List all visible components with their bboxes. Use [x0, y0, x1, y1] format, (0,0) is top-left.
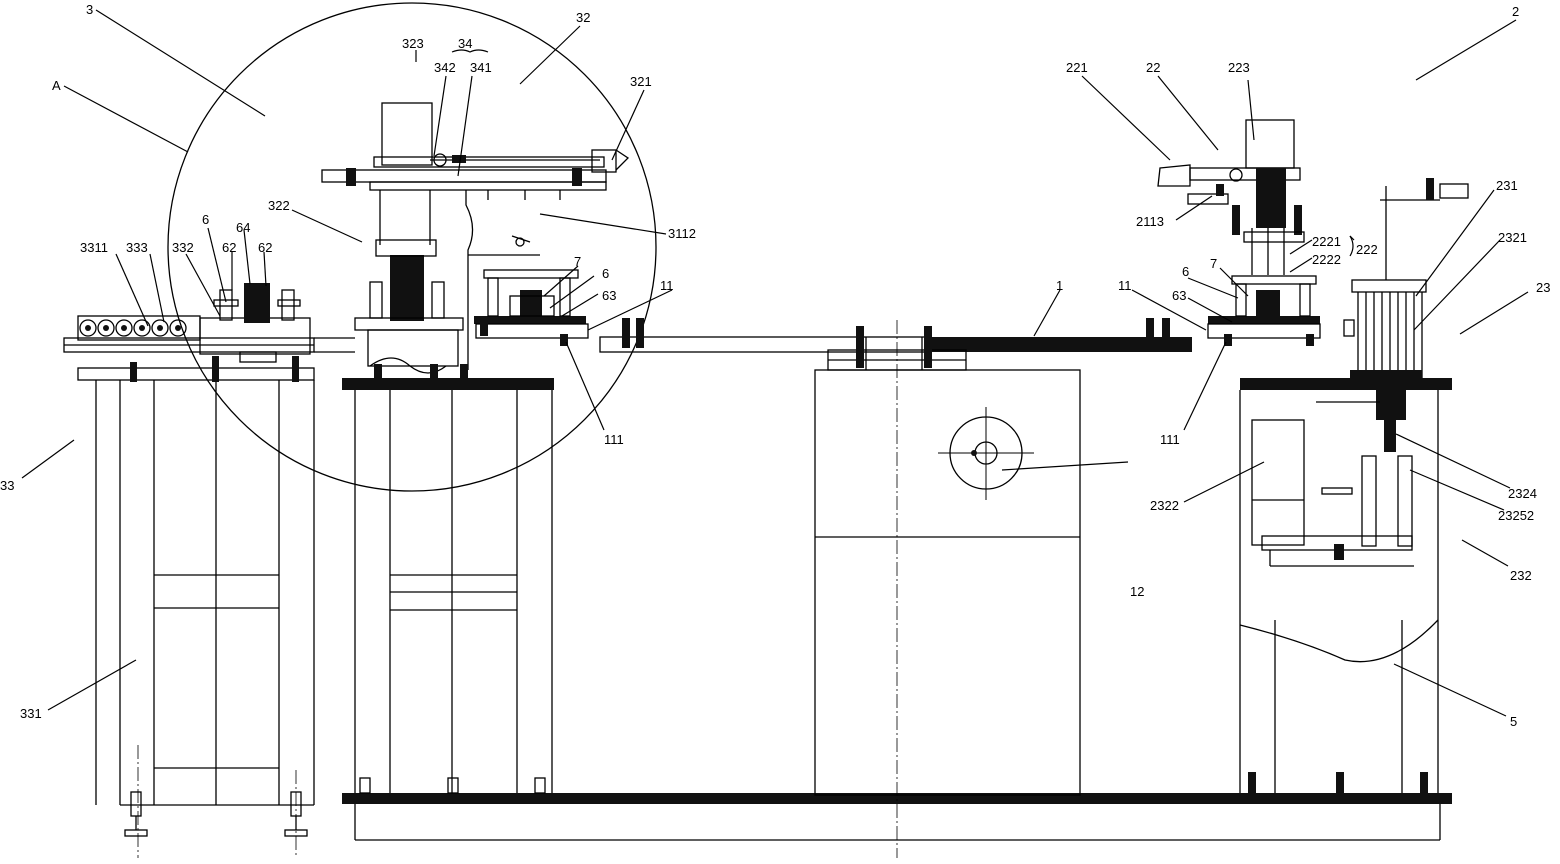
label-6-left: 6: [202, 212, 209, 227]
label-332: 332: [172, 240, 194, 255]
label-111-left: 111: [604, 432, 624, 447]
label-3112: 3112: [668, 226, 696, 241]
label-5: 5: [1510, 714, 1517, 729]
label-62-a: 62: [222, 240, 236, 255]
label-7-right: 7: [1210, 256, 1217, 271]
label-34: 34: [458, 36, 472, 51]
fixture-left: [474, 269, 589, 346]
label-62-b: 62: [258, 240, 272, 255]
label-331: 331: [20, 706, 42, 721]
label-2321: 2321: [1498, 230, 1527, 245]
label-231: 231: [1496, 178, 1518, 193]
label-2221: 2221: [1312, 234, 1341, 249]
label-2322: 2322: [1150, 498, 1179, 513]
label-32: 32: [576, 10, 590, 25]
label-A: A: [52, 78, 61, 93]
label-2113: 2113: [1136, 214, 1164, 229]
label-321: 321: [630, 74, 652, 89]
label-223: 223: [1228, 60, 1250, 75]
feed-rollers: [79, 319, 187, 337]
label-342: 342: [434, 60, 456, 75]
magazine-23: [1343, 178, 1469, 452]
label-63-right: 63: [1172, 288, 1186, 303]
label-222: 222: [1356, 242, 1378, 257]
label-22: 22: [1146, 60, 1160, 75]
label-64: 64: [236, 220, 250, 235]
part-labels: 3 A 323 34 342 341 32 321 322 3112 6 64 …: [0, 2, 1550, 729]
label-1: 1: [1056, 278, 1063, 293]
label-341: 341: [470, 60, 492, 75]
base-frame: [342, 320, 1452, 858]
label-111-right: 111: [1160, 432, 1180, 447]
conveyor-beam-1: [599, 318, 1192, 371]
label-3311: 3311: [80, 240, 108, 255]
right-stand-frame: [1239, 378, 1452, 793]
label-2324: 2324: [1508, 486, 1537, 501]
fixture-right: [1207, 275, 1321, 346]
label-6-right: 6: [1182, 264, 1189, 279]
station-22: [1157, 119, 1305, 275]
roller-feeder-3311: [63, 283, 355, 382]
center-drive-box: [814, 369, 1081, 796]
label-232: 232: [1510, 568, 1532, 583]
label-33: 33: [0, 478, 14, 493]
label-23: 23: [1536, 280, 1550, 295]
station-32-frame: [342, 378, 554, 794]
label-12: 12: [1130, 584, 1144, 599]
label-322: 322: [268, 198, 290, 213]
label-6-fixture: 6: [602, 266, 609, 281]
label-23252: 23252: [1498, 508, 1534, 523]
label-323: 323: [402, 36, 424, 51]
feeder-stand-33: [77, 367, 315, 858]
label-7-left: 7: [574, 254, 581, 269]
leader-lines: [21, 9, 1529, 717]
label-11-right: 11: [1118, 278, 1132, 293]
label-333: 333: [126, 240, 148, 255]
label-2: 2: [1512, 4, 1519, 19]
label-3: 3: [86, 2, 93, 17]
press-unit-322: [321, 102, 630, 380]
label-2222: 2222: [1312, 252, 1341, 267]
label-221: 221: [1066, 60, 1088, 75]
label-63-left: 63: [602, 288, 616, 303]
detail-circle-a: [167, 2, 657, 492]
label-11-left: 11: [660, 278, 674, 293]
